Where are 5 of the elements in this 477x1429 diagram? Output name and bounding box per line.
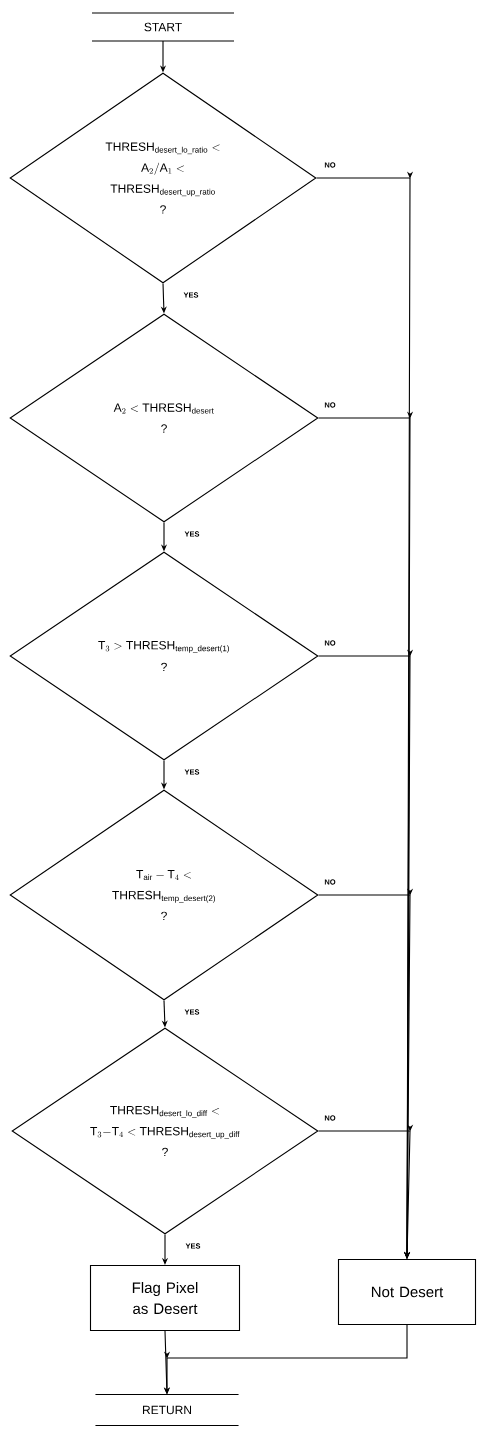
terminal-label: START xyxy=(91,12,235,42)
arrow xyxy=(318,1124,414,1259)
process-box: Flag Pixel as Desert xyxy=(89,1264,241,1332)
terminal-label: RETURN xyxy=(94,1393,240,1427)
process-box: Not Desert xyxy=(337,1258,477,1326)
